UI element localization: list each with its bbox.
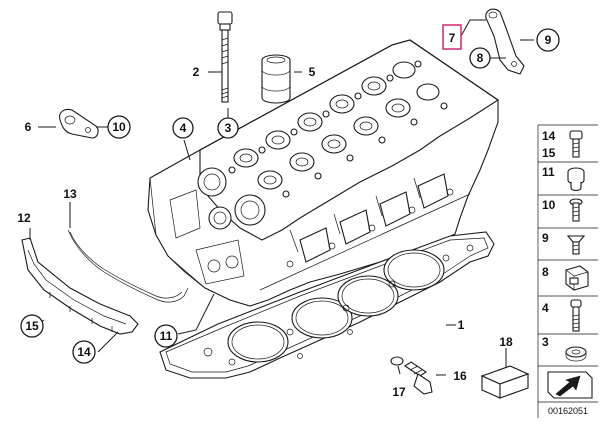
legend-label: 4	[542, 301, 549, 315]
callout-14[interactable]: 14	[72, 340, 96, 364]
callout-10[interactable]: 10	[107, 115, 131, 139]
bolt-icon	[569, 130, 583, 158]
legend-row-9[interactable]: 9	[542, 231, 586, 255]
catalog-code: 00162051	[548, 406, 588, 416]
plug-icon	[567, 167, 585, 192]
callout-label: 1	[458, 318, 465, 332]
legend-label: 3	[542, 335, 549, 349]
callout-label: 17	[392, 385, 406, 399]
callout-16[interactable]: 16	[453, 369, 467, 383]
injector-sleeve-drawing	[390, 356, 433, 395]
eye-bracket-drawing	[485, 8, 525, 75]
callout-label: 5	[309, 65, 316, 79]
callout-9[interactable]: 9	[536, 28, 560, 52]
callout-label: 8	[477, 51, 484, 65]
callout-7[interactable]: 7	[442, 24, 462, 50]
cap-bolts	[228, 60, 448, 198]
legend-label: 8	[542, 265, 549, 279]
callout-3[interactable]: 3	[217, 117, 239, 139]
clip-nut-icon	[565, 265, 589, 291]
legend-row-box[interactable]	[547, 371, 593, 399]
wire-gasket-drawing	[67, 229, 189, 303]
legend-row-8[interactable]: 8	[542, 265, 589, 291]
callout-label: 12	[17, 211, 31, 225]
callout-13[interactable]: 13	[63, 187, 77, 201]
callout-4[interactable]: 4	[172, 117, 194, 139]
callout-12[interactable]: 12	[17, 211, 31, 225]
camshaft-bearings	[233, 61, 440, 190]
callout-15[interactable]: 15	[20, 314, 44, 338]
callout-1[interactable]: 1	[458, 318, 465, 332]
legend-row-3[interactable]: 3	[542, 335, 587, 362]
legend-label: 10	[542, 198, 556, 212]
box-arrow-icon	[547, 371, 593, 399]
timing-cover-gasket-drawing	[21, 237, 139, 335]
callout-label: 7	[449, 31, 456, 45]
callout-label: 16	[453, 369, 467, 383]
legend-label: 15	[542, 146, 556, 160]
small-parts-legend: 14 15 11 10	[537, 124, 598, 418]
washer-icon	[565, 346, 587, 362]
callout-5[interactable]: 5	[309, 65, 316, 79]
legend-row-10[interactable]: 10	[542, 198, 583, 222]
leader-lines	[29, 19, 534, 376]
legend-row-14-15[interactable]: 14 15	[542, 129, 583, 160]
callout-label: 11	[160, 329, 173, 343]
callout-label: 9	[545, 33, 552, 47]
countersunk-screw-icon	[566, 235, 586, 255]
callout-label: 10	[112, 120, 126, 134]
legend-label: 9	[542, 231, 549, 245]
legend-label: 14	[542, 129, 556, 143]
callout-label: 18	[499, 335, 513, 349]
callout-label: 6	[25, 120, 32, 134]
sleeve-drawing	[261, 54, 291, 104]
legend-row-4[interactable]: 4	[542, 299, 582, 332]
exhaust-ports	[286, 173, 454, 268]
gasket-set-box-drawing	[480, 365, 530, 399]
legend-row-11[interactable]: 11	[542, 165, 585, 192]
callout-2[interactable]: 2	[193, 65, 200, 79]
lifting-bracket-drawing	[59, 108, 99, 139]
callout-label: 13	[63, 187, 77, 201]
callout-17[interactable]: 17	[392, 385, 406, 399]
callout-label: 2	[193, 65, 200, 79]
callout-6[interactable]: 6	[25, 120, 32, 134]
screw-icon	[569, 198, 583, 222]
callout-label: 15	[25, 319, 39, 333]
cylinder-head-drawing	[147, 39, 499, 307]
legend-label: 11	[542, 165, 555, 179]
head-bolt-drawing	[217, 11, 233, 103]
callout-label: 14	[77, 345, 91, 359]
long-bolt-icon	[570, 299, 582, 332]
callout-18[interactable]: 18	[499, 335, 513, 349]
head-gasket-drawing	[159, 231, 495, 379]
callout-label: 4	[180, 121, 187, 135]
front-ports	[169, 167, 266, 285]
callout-8[interactable]: 8	[469, 47, 491, 69]
callout-label: 3	[225, 121, 232, 135]
callout-11[interactable]: 11	[154, 324, 178, 348]
